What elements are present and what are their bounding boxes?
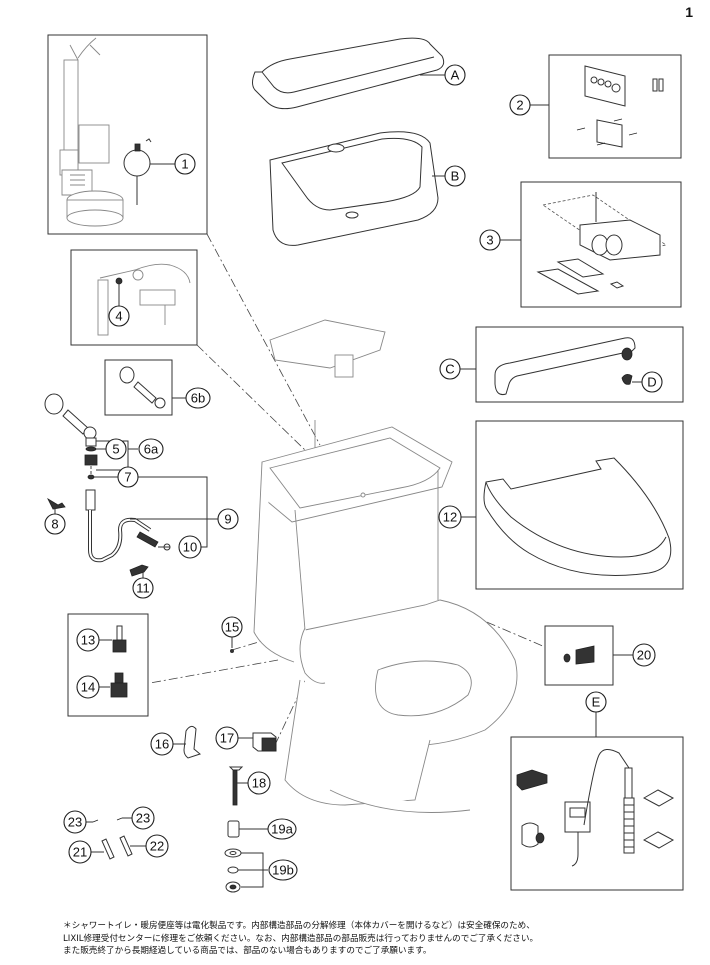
bracket-7-10 [94,476,218,548]
callout-6a-label: 6a [144,442,159,457]
callout-19b: 19b [268,859,298,881]
tank-cover-B [269,131,445,246]
callout-8-label: 8 [51,517,58,532]
callout-13: 13 [76,628,100,652]
screw-15-drawing [230,649,234,653]
callout-7: 7 [117,466,139,488]
callout-B-label: B [451,169,460,184]
nut-19a-drawing [227,820,268,838]
callout-9-label: 9 [224,512,231,527]
callout-21: 21 [68,840,92,864]
fill-valve-drawing [97,263,191,336]
callout-23-left-label: 23 [68,815,82,830]
callout-E: E [585,691,607,713]
callout-15: 15 [221,616,243,638]
callout-14: 14 [76,675,100,699]
callout-4-label: 4 [115,309,122,324]
supply-assembly-drawing [44,393,171,563]
callout-14-label: 14 [81,680,95,695]
callout-19b-label: 19b [272,863,294,878]
bolt-cap-17-drawing [238,732,277,752]
callout-D: D [641,371,663,393]
callout-16-label: 16 [155,737,169,752]
callout-E-label: E [592,695,601,710]
callout-19a-label: 19a [271,822,293,837]
bolt-18-drawing [228,766,249,806]
box-connector [544,625,634,686]
box-control-panel [530,54,682,159]
callout-2-label: 2 [516,98,523,113]
callout-23-right-label: 23 [136,811,150,826]
box-fill-valve [70,249,198,346]
callout-1: 1 [174,153,196,175]
control-panel-drawing [576,65,664,148]
washer-set-19b-drawing [224,848,268,893]
callout-2: 2 [509,94,531,116]
callout-C-label: C [445,362,454,377]
callout-6b: 6b [185,387,211,409]
small-parts-drawing [86,817,146,860]
callout-8: 8 [44,513,66,535]
callout-16: 16 [150,732,174,756]
callout-20: 20 [632,643,656,667]
callout-6a: 6a [138,438,164,460]
flush-valve-drawing [59,37,124,227]
callout-A-label: A [451,68,460,83]
page-number: 1 [685,4,693,20]
box-fittings [67,613,149,717]
box-controller-unit [500,181,682,308]
callout-B: B [444,165,466,187]
callout-9: 9 [217,508,239,530]
box-hinge-cover [460,326,684,403]
callout-3: 3 [479,229,501,251]
clip-8-drawing [47,497,66,515]
float-ball-drawing [123,138,152,205]
callout-17: 17 [215,726,239,750]
clamp-11-drawing [129,564,149,578]
callout-1-label: 1 [181,157,188,172]
callout-23-left: 23 [63,810,87,834]
callout-22-label: 22 [150,839,164,854]
callout-5-label: 5 [112,442,119,457]
callout-18: 18 [247,771,271,795]
controller-unit-drawing [536,192,668,295]
callout-A: A [444,64,466,86]
callout-17-label: 17 [220,731,234,746]
footnote: ＊シャワートイレ・暖房便座等は電化製品です。内部構造部品の分解修理（本体カバーを… [63,920,538,958]
box-seat-lid [460,420,684,590]
callout-23-right: 23 [131,806,155,830]
callout-3-label: 3 [486,233,493,248]
callout-C: C [439,358,461,380]
callout-10-label: 10 [183,540,197,555]
callout-20-label: 20 [637,648,651,663]
callout-7-label: 7 [124,470,131,485]
toilet-body-drawing [253,319,518,813]
side-cover-16-drawing [173,725,202,759]
callout-12-label: 12 [443,510,457,525]
tank-lid-A [252,37,445,110]
callout-11: 11 [132,577,154,599]
callout-5: 5 [105,438,127,460]
callout-4: 4 [108,305,130,327]
callout-10: 10 [178,535,202,559]
callout-21-label: 21 [73,845,87,860]
footnote-line-2: LIXIL修理受付センターに修理をご依頼ください。なお、内部構造部品の部品販売は… [63,933,539,944]
callout-22: 22 [145,834,169,858]
box-float-assembly [47,34,208,235]
callout-12: 12 [438,505,462,529]
footnote-line-1: ＊シャワートイレ・暖房便座等は電化製品です。内部構造部品の分解修理（本体カバーを… [63,921,535,931]
callout-15-label: 15 [225,620,239,635]
callout-11-label: 11 [136,581,150,596]
callout-19a: 19a [267,818,297,840]
callout-13-label: 13 [81,633,95,648]
box-angle-stop-valve [104,359,186,416]
callout-6b-label: 6b [191,391,205,406]
footnote-line-3: また販売終了から長期経過している商品では、部品のない場合もありますのでご了承願い… [63,946,432,956]
callout-D-label: D [647,375,656,390]
callout-18-label: 18 [252,776,266,791]
box-heater-kit [510,712,684,891]
